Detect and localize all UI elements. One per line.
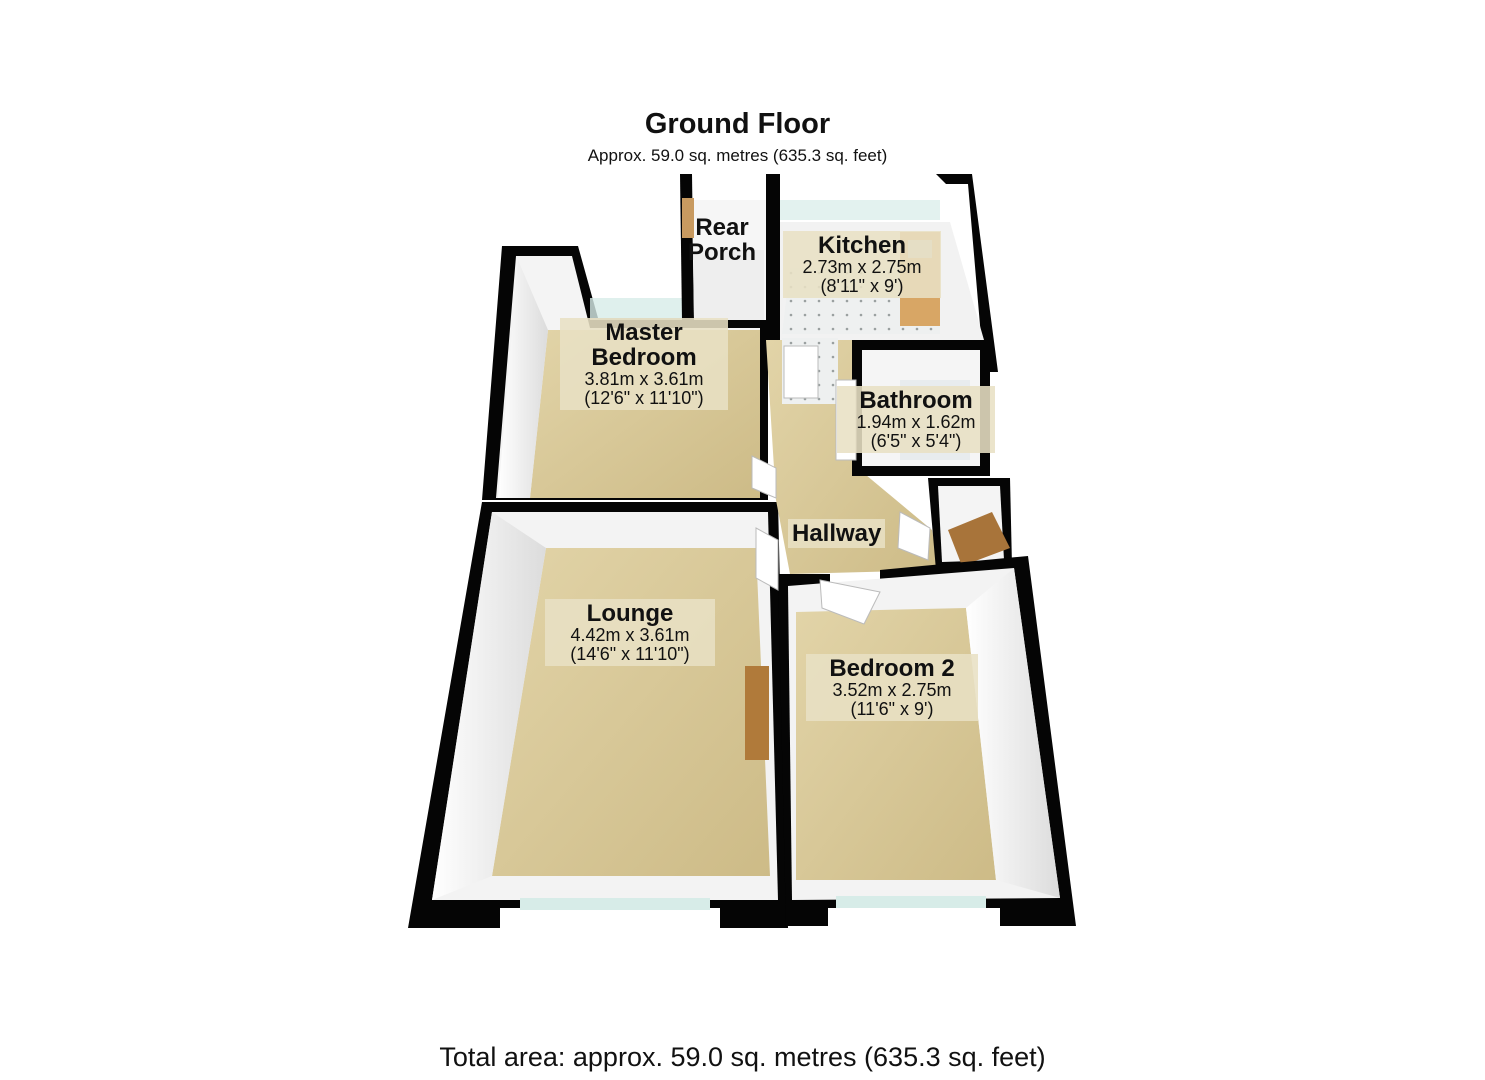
hall-door (783, 345, 819, 399)
cupboard-door (897, 511, 931, 561)
lounge-imperial: (14'6" x 11'10") (570, 644, 690, 665)
bedroom-2-name: Bedroom 2 (829, 655, 955, 682)
lounge-label: Lounge 4.42m x 3.61m (14'6" x 11'10") (545, 599, 715, 666)
porch-door (682, 198, 694, 238)
lounge-room (408, 502, 788, 928)
front-door (948, 512, 1010, 566)
lounge-door (755, 527, 779, 591)
lounge-metric: 4.42m x 3.61m (570, 625, 690, 646)
bedroom-2-imperial: (11'6" x 9') (850, 699, 934, 720)
window (520, 898, 710, 910)
bedroom-2-room (778, 556, 1076, 926)
kitchen-metric: 2.73m x 2.75m (802, 257, 922, 278)
bathroom-name: Bathroom (859, 387, 973, 414)
hallway-name: Hallway (792, 520, 882, 547)
bathroom-imperial: (6'5" x 5'4") (870, 431, 962, 452)
master-bedroom-imperial: (12'6" x 11'10") (584, 388, 704, 409)
bedroom-2-metric: 3.52m x 2.75m (832, 680, 952, 701)
hallway-label: Hallway (788, 519, 886, 549)
rear-porch-name-1: Rear (695, 214, 749, 241)
master-bedroom-name-1: Master (605, 319, 683, 346)
master-bedroom-label: Master Bedroom 3.81m x 3.61m (12'6" x 11… (560, 318, 728, 411)
window (836, 896, 986, 908)
fireplace (745, 666, 769, 760)
kitchen-imperial: (8'11" x 9') (820, 276, 904, 297)
master-bedroom-door (751, 455, 777, 499)
bedroom-2-door (819, 579, 881, 625)
floor-subtitle: Approx. 59.0 sq. metres (635.3 sq. feet) (587, 146, 888, 165)
floor-title: Ground Floor (644, 108, 831, 140)
kitchen-label: Kitchen 2.73m x 2.75m (8'11" x 9') (783, 231, 941, 298)
rear-porch-room (680, 174, 770, 320)
total-area: Total area: approx. 59.0 sq. metres (635… (439, 1042, 1046, 1072)
master-bedroom-name-2: Bedroom (591, 344, 697, 372)
bedroom-2-label: Bedroom 2 3.52m x 2.75m (11'6" x 9') (806, 654, 978, 721)
cupboard (928, 478, 1012, 570)
bathroom-label: Bathroom 1.94m x 1.62m (6'5" x 5'4") (837, 386, 995, 453)
rear-porch-label: Rear Porch (688, 214, 757, 267)
kitchen-name: Kitchen (817, 232, 906, 259)
lounge-name: Lounge (586, 600, 674, 627)
master-bedroom-metric: 3.81m x 3.61m (584, 369, 704, 390)
bathroom-metric: 1.94m x 1.62m (856, 412, 976, 433)
rear-porch-name-2: Porch (688, 239, 757, 267)
window (590, 298, 690, 320)
